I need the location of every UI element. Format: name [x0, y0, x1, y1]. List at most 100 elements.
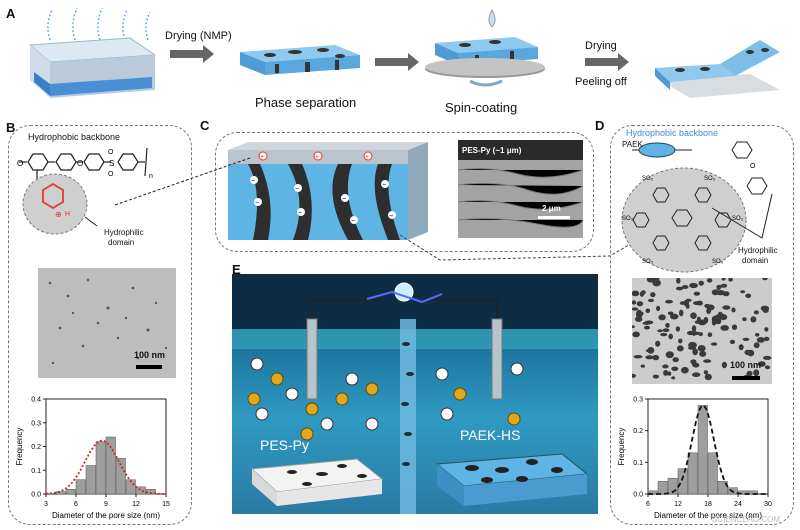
svg-text:O: O — [17, 159, 23, 168]
pore — [698, 319, 707, 326]
pore — [631, 307, 639, 311]
svg-text:SO₃: SO₃ — [622, 216, 634, 222]
panel-e-right-label: PAEK-HS — [460, 427, 521, 443]
y-tick-label: 0.0 — [31, 492, 41, 499]
pore — [665, 299, 673, 304]
y-tick-label: 0.1 — [31, 468, 41, 475]
histogram-bar — [65, 489, 76, 495]
pore — [728, 277, 733, 282]
pore — [693, 301, 702, 306]
pore — [665, 351, 674, 359]
pore — [631, 300, 637, 305]
panel-e-scene — [232, 274, 598, 514]
pore — [697, 345, 706, 352]
pore — [706, 278, 713, 283]
x-tick-label: 6 — [74, 501, 78, 508]
svg-text:−: − — [255, 200, 259, 207]
x-tick-label: 30 — [764, 501, 772, 508]
step-label-peeling-off: Peeling off — [575, 76, 627, 88]
pore — [646, 276, 655, 283]
pore — [731, 307, 736, 313]
x-tick-label: 9 — [104, 501, 108, 508]
watermark: SCIENCEAO.COM — [712, 515, 781, 524]
pore — [683, 299, 690, 307]
pore — [698, 280, 704, 286]
svg-text:SO₃: SO₃ — [732, 216, 744, 222]
pore — [652, 374, 659, 379]
y-axis-label: Frequency — [15, 428, 24, 466]
y-tick-label: 0.2 — [633, 428, 643, 435]
pore — [647, 298, 655, 303]
x-axis-label: Diameter of the pore size (nm) — [654, 511, 762, 520]
pore — [738, 344, 744, 351]
panel-d-backbone-label: Hydrophobic backbone — [626, 128, 719, 138]
pore — [676, 277, 681, 284]
pore — [721, 361, 727, 369]
x-tick-label: 3 — [44, 501, 48, 508]
svg-text:−: − — [389, 213, 393, 220]
paek-block-label: PAEK — [622, 140, 643, 149]
sem-cross-section — [457, 140, 584, 238]
pore — [729, 339, 736, 345]
pore — [699, 350, 707, 357]
pore — [703, 359, 712, 363]
histogram-bar — [677, 468, 688, 495]
pore — [663, 370, 669, 376]
pore — [665, 322, 670, 328]
svg-text:O: O — [108, 149, 114, 156]
histogram-bar — [717, 481, 728, 495]
panel-b-backbone-label: Hydrophobic backbone — [28, 132, 121, 142]
panel-d-frame — [610, 125, 794, 525]
x-tick-label: 15 — [162, 501, 170, 508]
x-tick-label: 18 — [704, 501, 712, 508]
pore — [669, 313, 679, 320]
pore — [753, 310, 759, 315]
pore — [692, 329, 696, 336]
svg-text:−: − — [298, 210, 302, 217]
solution-tray-illustration — [28, 7, 157, 98]
y-tick-label: 0.4 — [31, 397, 41, 404]
svg-text:+: + — [260, 154, 264, 161]
pore — [763, 336, 770, 342]
panel-e-left-label: PES-Py — [260, 437, 310, 453]
pore — [652, 354, 660, 361]
pore — [636, 309, 642, 317]
svg-text:SO₃: SO₃ — [642, 176, 654, 182]
pore — [745, 350, 753, 356]
step-label-phase-separation: Phase separation — [255, 95, 357, 110]
svg-text:S: S — [109, 159, 114, 168]
membrane-illustration-1 — [240, 45, 360, 75]
histogram-bar — [667, 477, 678, 495]
pore — [660, 332, 668, 337]
pore — [681, 366, 689, 374]
pore — [628, 373, 637, 378]
pore — [710, 342, 718, 346]
pore — [745, 293, 752, 299]
histogram-bar — [657, 481, 668, 495]
histogram-bar — [135, 486, 146, 495]
pore — [689, 282, 698, 289]
pore — [764, 327, 769, 332]
svg-text:O: O — [77, 159, 83, 168]
pore — [742, 337, 750, 341]
pore — [746, 370, 753, 376]
pore — [676, 345, 684, 352]
panel-d-tem-image: 100 nm — [628, 274, 772, 384]
panel-label-e: E — [232, 262, 241, 277]
pore — [667, 371, 672, 376]
pore — [753, 369, 760, 377]
histogram-bar — [737, 490, 748, 495]
svg-text:O: O — [108, 171, 114, 178]
y-axis-label: Frequency — [617, 428, 626, 466]
y-tick-label: 0.3 — [633, 397, 643, 404]
x-tick-label: 6 — [646, 501, 650, 508]
pore — [671, 376, 676, 380]
svg-text:−: − — [351, 218, 355, 225]
pore — [722, 305, 731, 310]
pore — [691, 362, 699, 367]
svg-text:+: + — [365, 154, 369, 161]
pore — [716, 290, 725, 296]
pore — [678, 338, 683, 344]
